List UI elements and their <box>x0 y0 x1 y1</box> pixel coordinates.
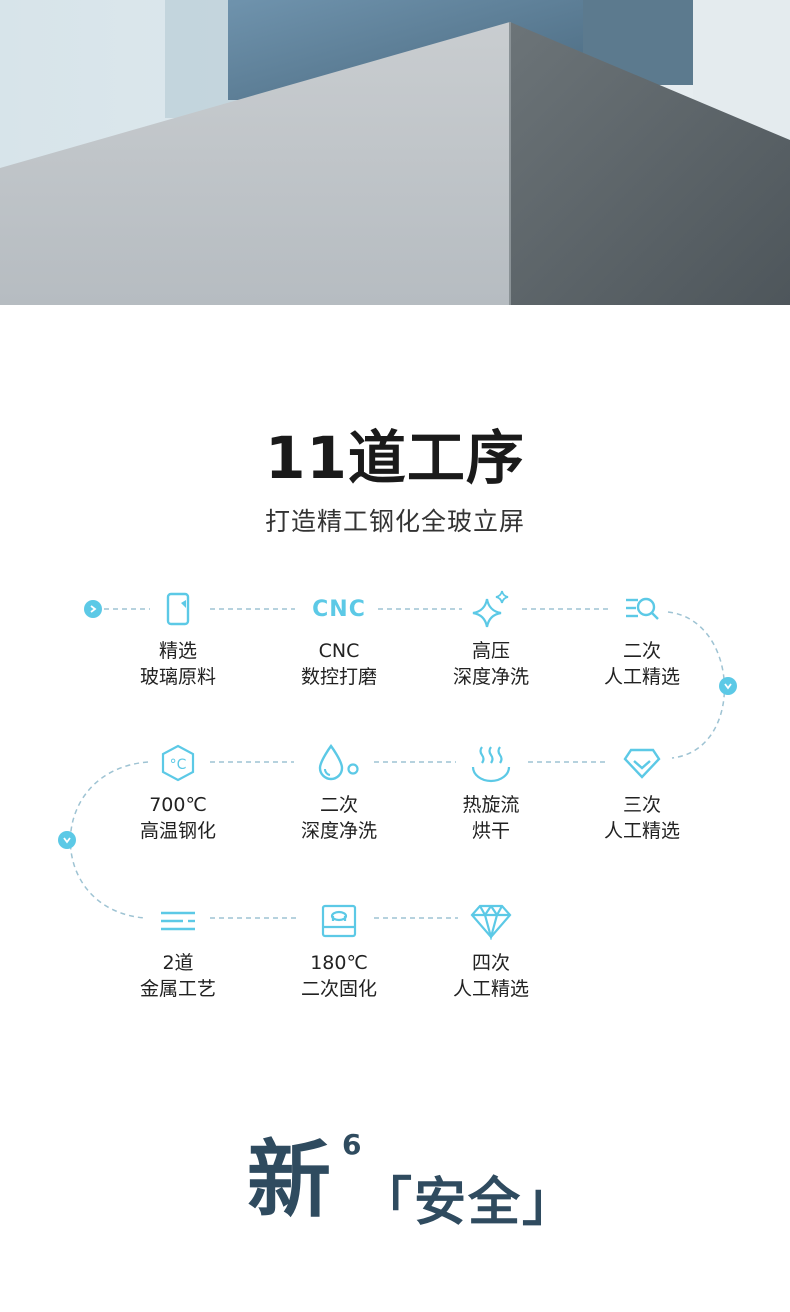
step-line2: 金属工艺 <box>139 978 216 1000</box>
process-step: 180℃ 二次固化 <box>269 898 409 1002</box>
step-line1: 二次 <box>319 794 358 816</box>
process-step: 二次深度净洗 <box>269 740 409 844</box>
process-step: 高压深度净洗 <box>421 586 561 690</box>
cnc-text-icon: CNC <box>269 586 409 632</box>
diamond-outline-icon <box>572 740 712 786</box>
flow-turn-arrow-icon <box>719 677 737 695</box>
step-line2: 深度净洗 <box>452 666 529 688</box>
process-step: 精选玻璃原料 <box>108 586 248 690</box>
step-line1: 二次 <box>622 640 661 662</box>
step-line2: 深度净洗 <box>300 820 377 842</box>
step-line2: 人工精选 <box>452 978 529 1000</box>
step-line2: 二次固化 <box>300 978 377 1000</box>
step-line1: 2道 <box>162 952 194 974</box>
process-step: 热旋流烘干 <box>421 740 561 844</box>
step-line1: 高压 <box>471 640 510 662</box>
step-line2: 玻璃原料 <box>139 666 216 688</box>
svg-text:°C: °C <box>170 757 187 773</box>
cnc-icon-text: CNC <box>312 596 366 622</box>
hexagon-celsius-icon: °C <box>108 740 248 786</box>
flow-start-arrow-icon <box>84 600 102 618</box>
step-line1: 四次 <box>471 952 510 974</box>
step-line1: 精选 <box>158 640 197 662</box>
water-drop-icon <box>269 740 409 786</box>
step-line2: 人工精选 <box>603 666 680 688</box>
step-line1: CNC <box>318 640 360 662</box>
process-step: CNC CNC 数控打磨 <box>269 586 409 690</box>
heading-block: 11道工序 打造精工钢化全玻立屏 <box>0 420 790 538</box>
page-title: 11道工序 <box>265 424 525 492</box>
diamond-icon <box>421 898 561 944</box>
process-step: 四次人工精选 <box>421 898 561 1002</box>
steam-icon <box>421 740 561 786</box>
step-line1: 180℃ <box>310 952 368 974</box>
new-character: 新 <box>247 1131 332 1229</box>
process-step: °C 700℃ 高温钢化 <box>108 740 248 844</box>
step-line2: 烘干 <box>471 820 510 842</box>
oven-icon <box>269 898 409 944</box>
step-line2: 高温钢化 <box>139 820 216 842</box>
process-step: 二次人工精选 <box>572 586 712 690</box>
step-line1: 热旋流 <box>462 794 520 816</box>
page-subtitle: 打造精工钢化全玻立屏 <box>264 507 525 536</box>
hero-photo <box>0 0 790 305</box>
step-line2: 数控打磨 <box>300 666 377 688</box>
process-step: 2道金属工艺 <box>108 898 248 1002</box>
flow-turn-arrow-icon <box>58 831 76 849</box>
step-line1: 三次 <box>622 794 661 816</box>
step-line2: 人工精选 <box>603 820 680 842</box>
phone-screen-icon <box>108 586 248 632</box>
process-step: 三次人工精选 <box>572 740 712 844</box>
superscript-six: 6 <box>342 1128 362 1161</box>
step-line1: 700℃ <box>149 794 207 816</box>
metal-layers-icon <box>108 898 248 944</box>
section-title-safety: 新 6 「安全」 <box>0 1120 790 1250</box>
inspect-list-icon <box>572 586 712 632</box>
sparkle-icon <box>421 586 561 632</box>
safety-label: 「安全」 <box>360 1173 577 1233</box>
